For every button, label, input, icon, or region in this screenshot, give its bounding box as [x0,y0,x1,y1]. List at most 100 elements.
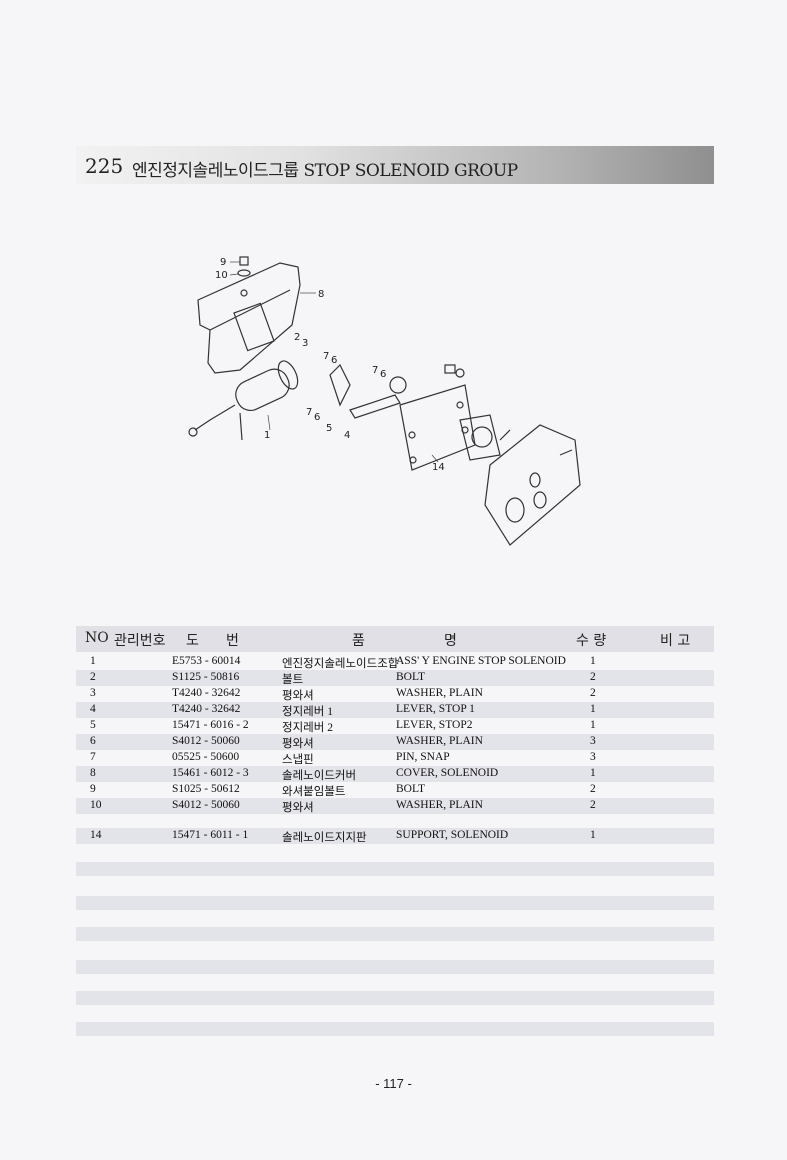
callout-6b: 6 [314,412,320,423]
row-qty: 2 [590,783,596,795]
row-name-en: LEVER, STOP2 [396,719,473,731]
callout-6c: 6 [380,369,386,380]
row-name-en: BOLT [396,671,425,683]
row-no: 1 [90,655,96,667]
table-row: 4 T4240 - 32642 정지레버 1 LEVER, STOP 1 1 [76,702,714,718]
row-name-en: WASHER, PLAIN [396,687,483,699]
callout-7b: 7 [306,407,312,418]
row-code: S4012 - 50060 [172,735,240,747]
row-no: 9 [90,783,96,795]
header-mgmt-no: 관리번호 [114,633,166,649]
header-no: NO [85,630,109,646]
header-beon: 번 [226,633,239,649]
row-qty: 3 [590,735,596,747]
row-code: S1125 - 50816 [172,671,240,683]
table-row: 5 15471 - 6016 - 2 정지레버 2 LEVER, STOP2 1 [76,718,714,734]
row-qty: 1 [590,703,596,715]
row-qty: 2 [590,687,596,699]
header-remark: 비 고 [660,633,691,649]
table-row: 10 S4012 - 50060 평와셔 WASHER, PLAIN 2 [76,798,714,814]
parts-table-header: NO 관리번호 도 번 품 명 수 량 비 고 [76,626,714,652]
table-row: 1 E5753 - 60014 엔진정지솔레노이드조합 ASS' Y ENGIN… [76,654,714,670]
row-name-kr: 와셔붙임볼트 [282,786,346,798]
table-row: 8 15461 - 6012 - 3 솔레노이드커버 COVER, SOLENO… [76,766,714,782]
header-do: 도 [186,633,199,649]
table-row: 7 05525 - 50600 스냅핀 PIN, SNAP 3 [76,750,714,766]
row-code: S1025 - 50612 [172,783,240,795]
row-name-en: BOLT [396,783,425,795]
row-name-kr: 평와셔 [282,690,314,702]
row-no: 6 [90,735,96,747]
row-qty: 2 [590,671,596,683]
callout-4: 4 [344,430,350,441]
table-row: 3 T4240 - 32642 평와셔 WASHER, PLAIN 2 [76,686,714,702]
row-name-en: WASHER, PLAIN [396,799,483,811]
callout-7c: 7 [372,365,378,376]
header-myeong: 명 [444,633,457,649]
row-no: 8 [90,767,96,779]
callout-9: 9 [220,257,226,268]
row-name-en: SUPPORT, SOLENOID [396,829,509,841]
callout-8: 8 [318,289,324,300]
exploded-parts-diagram: 9 10 8 2 3 7 6 7 6 1 5 4 7 6 14 [188,256,581,546]
row-name-en: PIN, SNAP [396,751,450,763]
row-qty: 1 [590,655,596,667]
row-no: 5 [90,719,96,731]
callout-14: 14 [432,462,445,473]
row-name-kr: 솔레노이드지지판 [282,832,367,844]
table-spacer-row [76,814,714,828]
table-row: 9 S1025 - 50612 와셔붙임볼트 BOLT 2 [76,782,714,798]
row-no: 3 [90,687,96,699]
row-qty: 1 [590,829,596,841]
row-name-en: WASHER, PLAIN [396,735,483,747]
row-code: T4240 - 32642 [172,687,241,699]
empty-row-stripe [76,960,714,974]
row-name-kr: 평와셔 [282,738,314,750]
header-qty: 수 량 [576,633,607,649]
empty-row-stripe [76,1022,714,1036]
section-title: 엔진정지솔레노이드그룹 STOP SOLENOID GROUP [132,161,518,181]
row-qty: 3 [590,751,596,763]
row-code: S4012 - 50060 [172,799,240,811]
row-no: 14 [90,829,102,841]
section-number: 225 [85,154,124,178]
row-qty: 2 [590,799,596,811]
row-qty: 1 [590,767,596,779]
empty-row-stripe [76,927,714,941]
row-name-kr: 솔레노이드커버 [282,770,357,782]
parts-table-body: 1 E5753 - 60014 엔진정지솔레노이드조합 ASS' Y ENGIN… [76,654,714,844]
row-qty: 1 [590,719,596,731]
row-name-en: ASS' Y ENGINE STOP SOLENOID [396,655,566,667]
page-number: - 117 - [375,1076,412,1091]
section-title-bar: 225 엔진정지솔레노이드그룹 STOP SOLENOID GROUP [76,146,714,184]
row-no: 7 [90,751,96,763]
row-code: E5753 - 60014 [172,655,241,667]
table-row: 14 15471 - 6011 - 1 솔레노이드지지판 SUPPORT, SO… [76,828,714,844]
table-row: 2 S1125 - 50816 볼트 BOLT 2 [76,670,714,686]
table-row: 6 S4012 - 50060 평와셔 WASHER, PLAIN 3 [76,734,714,750]
callout-1: 1 [264,430,270,441]
row-name-kr: 정지레버 2 [282,722,333,734]
row-no: 4 [90,703,96,715]
callout-7a: 7 [323,351,329,362]
row-code: T4240 - 32642 [172,703,241,715]
callout-3: 3 [302,338,308,349]
callout-6a: 6 [331,355,337,366]
row-no: 10 [90,799,102,811]
row-name-kr: 평와셔 [282,802,314,814]
row-code: 05525 - 50600 [172,751,240,763]
empty-row-stripe [76,862,714,876]
row-code: 15471 - 6016 - 2 [172,719,249,731]
row-name-kr: 스냅핀 [282,754,314,766]
row-name-en: LEVER, STOP 1 [396,703,475,715]
row-name-en: COVER, SOLENOID [396,767,499,779]
callout-2: 2 [294,332,300,343]
callout-10: 10 [215,270,228,281]
row-no: 2 [90,671,96,683]
row-name-kr: 정지레버 1 [282,706,333,718]
empty-row-stripe [76,896,714,910]
row-name-kr: 볼트 [282,674,304,686]
callout-5: 5 [326,423,332,434]
empty-row-stripe [76,991,714,1005]
row-name-kr: 엔진정지솔레노이드조합 [282,658,399,670]
